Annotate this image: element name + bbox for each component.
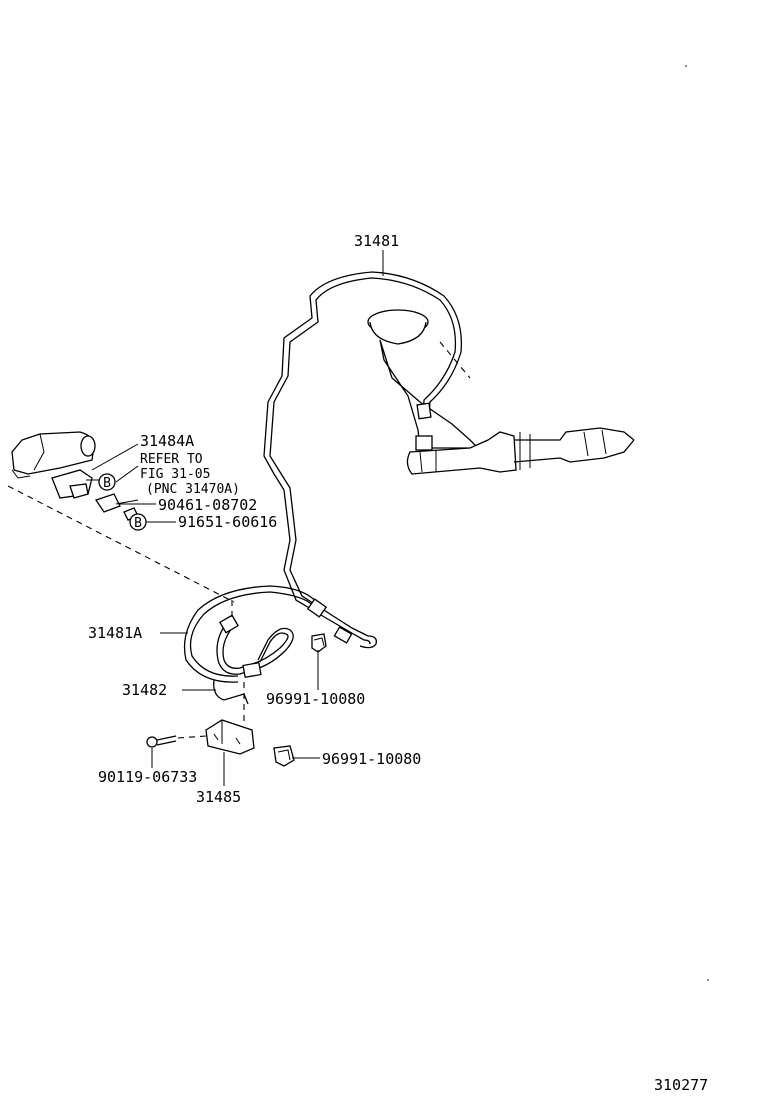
svg-text:B: B	[103, 476, 111, 491]
label-pipe-lower: 31481A	[88, 624, 142, 642]
label-refer-line-2: FIG 31-05	[140, 467, 210, 482]
clutch-pipe-upper	[263, 271, 463, 649]
marker-b-2: B	[129, 513, 147, 531]
clutch-hose	[213, 600, 294, 722]
clutch-pipe-lower	[183, 585, 328, 683]
label-hose: 31482	[122, 681, 167, 699]
label-switch: 31484A	[140, 432, 194, 450]
label-bracket: 31485	[196, 788, 241, 806]
hose-clip-lower	[273, 745, 295, 767]
label-refer-line-1: REFER TO	[140, 452, 203, 467]
label-bolt-b: 91651-60616	[178, 513, 277, 531]
svg-text:B: B	[134, 516, 142, 531]
leader-lines	[91, 250, 384, 786]
marker-b-1: B	[98, 473, 116, 491]
clutch-master-cylinder	[367, 309, 635, 475]
bracket-bolt	[146, 735, 207, 748]
clutch-start-switch	[7, 431, 235, 603]
label-clip-lower: 96991-10080	[322, 750, 421, 768]
hose-bracket	[205, 719, 255, 755]
label-clip-upper: 96991-10080	[266, 690, 365, 708]
hose-clip-upper	[311, 633, 327, 653]
figure-number: 310277	[654, 1076, 708, 1094]
label-refer-line-3: (PNC 31470A)	[146, 482, 240, 497]
label-bolt: 90119-06733	[98, 768, 197, 786]
label-nut: 90461-08702	[158, 496, 257, 514]
label-pipe-upper: 31481	[354, 232, 399, 250]
